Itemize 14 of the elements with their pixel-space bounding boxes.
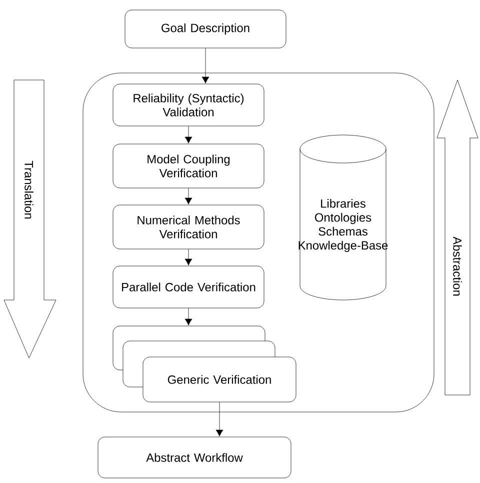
process-box: Numerical Methods Verification — [112, 204, 264, 250]
arrow — [184, 249, 192, 266]
process-box: Generic Verification — [142, 356, 296, 402]
process-box: Goal Description — [124, 10, 286, 48]
process-box: Parallel Code Verification — [112, 266, 264, 308]
arrow — [184, 188, 192, 204]
arrow — [216, 402, 224, 436]
arrow — [184, 308, 192, 326]
process-box: Reliability (Syntactic) Validation — [112, 84, 264, 126]
process-box: Abstract Workflow — [98, 436, 292, 478]
arrow — [184, 126, 192, 144]
process-box: Model Coupling Verification — [112, 144, 264, 188]
arrow — [202, 48, 210, 84]
database-cylinder: Libraries Ontologies Schemas Knowledge-Base — [298, 134, 388, 300]
